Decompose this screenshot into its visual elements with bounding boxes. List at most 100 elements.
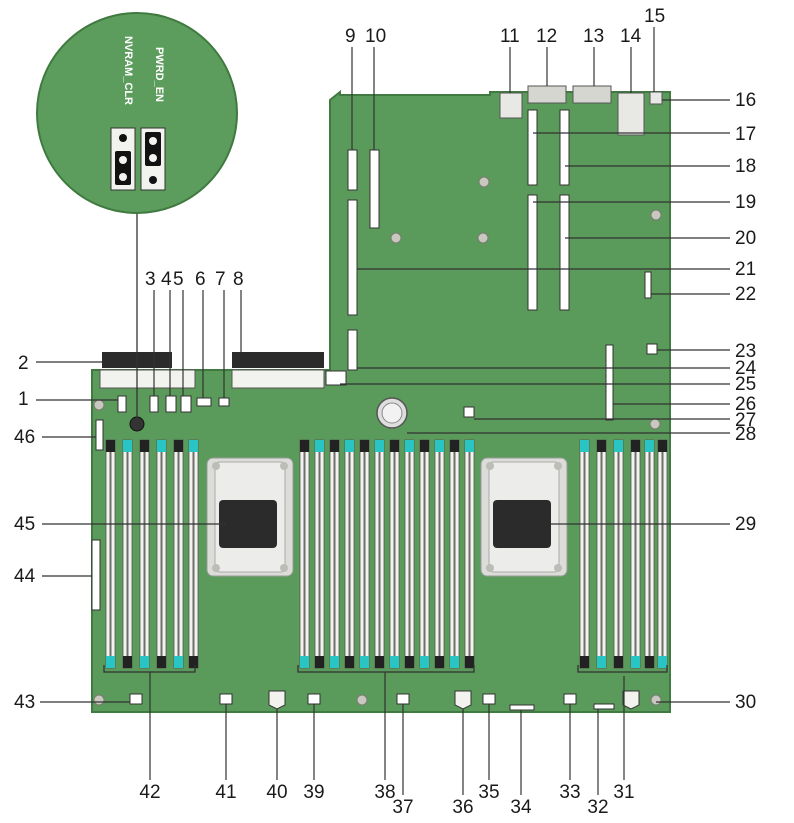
callout-label-44: 44 [14,566,36,587]
vga-port [528,86,566,103]
dimm-slot [580,440,589,668]
callout-label-41: 41 [215,782,236,803]
dimm-slot [658,440,667,668]
connector-9 [348,150,357,190]
riser-slot-18 [560,110,569,185]
callout-label-39: 39 [303,782,324,803]
callout-label-14: 14 [620,26,642,47]
callout-label-42: 42 [139,782,160,803]
callout-label-30: 30 [735,692,756,713]
callout-label-28: 28 [735,424,756,445]
connector-36 [455,691,471,709]
dimm-slot [645,440,654,668]
callout-label-3: 3 [145,269,156,290]
rear-usb-port [500,93,522,118]
callout-label-22: 22 [735,284,756,305]
callout-label-32: 32 [587,797,608,818]
dimm-slot [174,440,183,668]
dimm-slot [631,440,640,668]
callout-label-15: 15 [644,6,665,27]
connector-44 [92,540,100,610]
coin-cell-battery [377,398,407,428]
fan-connector-35 [483,694,495,704]
header-1 [118,396,126,412]
callout-label-16: 16 [735,90,756,111]
riser-slot-17 [528,110,537,185]
connector-10 [370,150,379,228]
callout-label-37: 37 [392,797,413,818]
dimm-slot [597,440,606,668]
callout-label-6: 6 [195,269,206,290]
sata-4 [166,396,176,412]
callout-label-11: 11 [500,26,520,47]
callout-label-33: 33 [559,782,580,803]
connector-31-power [623,691,639,709]
callout-label-45: 45 [14,514,35,535]
dimm-slot [123,440,132,668]
dimm-slot [345,440,354,668]
processor-29 [493,500,551,548]
connector-23 [647,344,657,354]
connector-24 [348,330,357,370]
dimm-slot [140,440,149,668]
callout-label-43: 43 [14,692,35,713]
callout-label-29: 29 [735,514,756,535]
jumper-27 [464,407,474,417]
callout-label-40: 40 [266,782,287,803]
connector-40 [269,691,285,709]
dimm-slot [375,440,384,668]
dimm-slot [330,440,339,668]
callout-label-38: 38 [374,782,395,803]
dimm-slot [420,440,429,668]
dimm-slot [405,440,414,668]
jumper-block [130,417,144,431]
header-7 [219,398,229,406]
fan-connector-33 [564,694,576,704]
dimm-slot [300,440,309,668]
callout-label-36: 36 [452,797,473,818]
callout-label-20: 20 [735,228,756,249]
callout-label-46: 46 [14,427,35,448]
pwrd-en-label: PWRD_EN [153,47,165,102]
callout-label-1: 1 [18,389,29,410]
dimm-slot [450,440,459,668]
vflash-slot [645,272,651,298]
dimm-slot [435,440,444,668]
callout-label-2: 2 [18,353,29,374]
nvram-clr-label: NVRAM_CLR [122,36,134,105]
dimm-slot [360,440,369,668]
inset-circle [37,13,237,213]
processor-45 [219,500,277,548]
callout-label-13: 13 [583,26,604,47]
callout-label-31: 31 [613,782,634,803]
riser-slot-21 [348,200,357,315]
fan-connector-39 [308,694,320,704]
callout-label-25: 25 [735,374,756,395]
sata-5 [181,396,191,412]
dimm-slot [614,440,623,668]
dimm-slot [465,440,474,668]
power-connector-8-a [232,352,324,368]
callout-label-4: 4 [161,269,172,290]
serial-port [573,86,611,103]
callout-label-21: 21 [735,259,756,280]
fan-connector-41 [220,694,232,704]
callout-label-8: 8 [233,269,244,290]
callout-label-18: 18 [735,156,756,177]
processor-socket-1 [207,458,293,576]
callout-label-19: 19 [735,192,756,213]
idrac-port [618,93,644,135]
power-connector-2-b [100,370,195,388]
callout-label-5: 5 [173,269,184,290]
processor-socket-2 [481,458,567,576]
connector-34 [510,705,534,710]
dimm-slot [157,440,166,668]
header-6 [197,398,211,406]
jumper-inset: NVRAM_CLR PWRD_EN [37,13,237,418]
callout-label-7: 7 [215,269,226,290]
callout-label-35: 35 [478,782,499,803]
riser-slot-19 [528,195,537,310]
power-connector-8-b [232,370,324,388]
dimm-slot [390,440,399,668]
